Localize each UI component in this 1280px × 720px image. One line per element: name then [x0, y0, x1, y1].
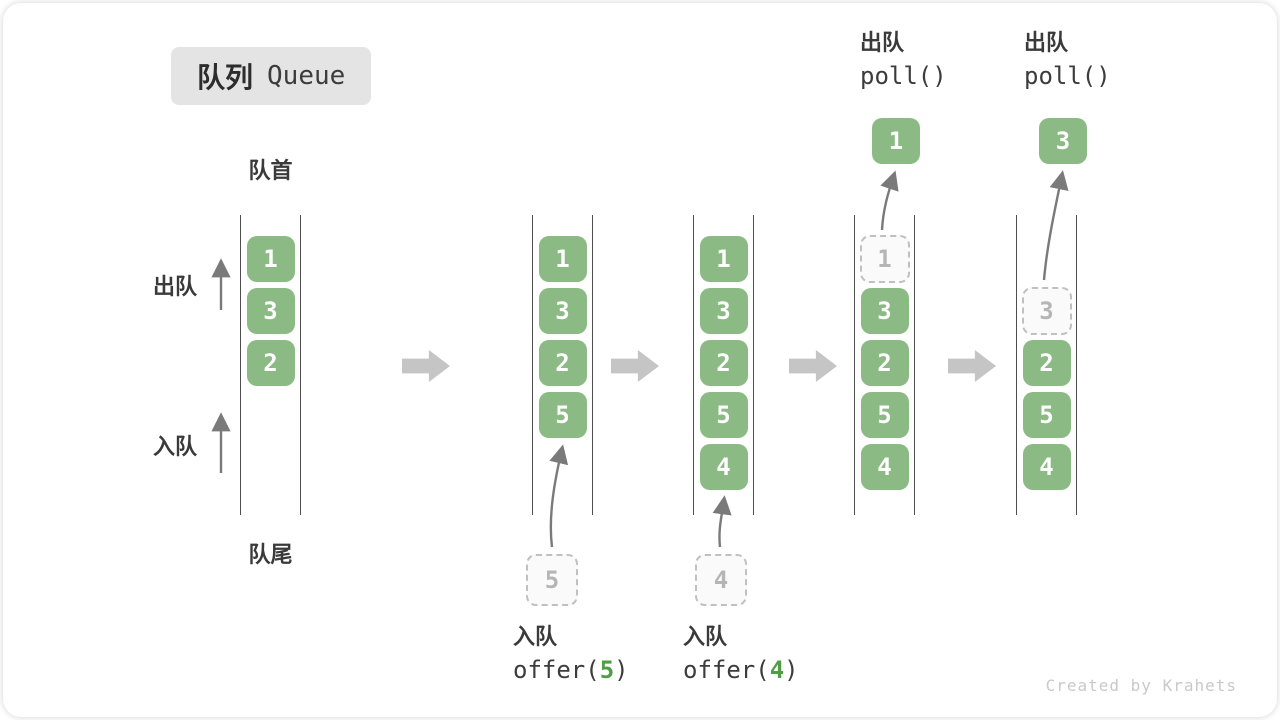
queue-cell: 3: [699, 288, 748, 334]
op-poll-2: 出队 poll(): [1024, 27, 1111, 93]
enqueue-side-label: 入队: [153, 434, 198, 459]
op-offer-5: 入队 offer(5): [513, 621, 629, 687]
op-offer-4-arg: 4: [769, 656, 785, 684]
queue-cell: 2: [246, 340, 295, 386]
op-poll-1: 出队 poll(): [860, 27, 947, 93]
watermark: Created by Krahets: [1045, 676, 1237, 695]
dequeue-side-label: 出队: [153, 274, 198, 299]
queue-cell: 5: [538, 392, 587, 438]
queue-cell: 1: [246, 236, 295, 282]
queue-cell: 4: [860, 444, 909, 490]
state-transition-arrow-icon: [789, 350, 837, 382]
queue-cell: 1: [699, 236, 748, 282]
title-zh: 队列: [197, 62, 254, 93]
queue-cell: 1: [538, 236, 587, 282]
queue-cell: 4: [699, 444, 748, 490]
queue-state-2: 1 3 2 5: [532, 215, 593, 515]
op-poll-1-label: 出队: [860, 30, 905, 55]
queue-cell: 2: [538, 340, 587, 386]
diagram-canvas: 队列 Queue 队首 队尾 出队 入队 1 3 2 1 3 2 5 1 3 2…: [3, 3, 1277, 717]
op-poll-2-code: poll(): [1024, 62, 1111, 90]
title-badge: 队列 Queue: [171, 47, 372, 105]
state-transition-arrow-icon: [948, 350, 996, 382]
queue-state-3: 1 3 2 5 4: [693, 215, 754, 515]
op-offer-5-label: 入队: [513, 624, 558, 649]
queue-cell: 3: [246, 288, 295, 334]
queue-front-label: 队首: [248, 158, 293, 183]
queue-cell: 3: [860, 288, 909, 334]
queue-state-4: 1 3 2 5 4: [854, 215, 915, 515]
queue-state-5: 3 2 5 4: [1016, 215, 1077, 515]
op-offer-5-arg: 5: [599, 656, 615, 684]
queue-cell-removed: 3: [1021, 287, 1072, 335]
queue-cell: 3: [538, 288, 587, 334]
queue-cell: 2: [699, 340, 748, 386]
op-offer-4-code: offer(4): [683, 656, 799, 684]
queue-state-1: 1 3 2: [240, 215, 301, 515]
title-en: Queue: [267, 61, 346, 91]
queue-rear-label: 队尾: [248, 542, 293, 567]
queue-cell: 5: [699, 392, 748, 438]
polled-out-box: 3: [1039, 118, 1087, 164]
state-transition-arrow-icon: [611, 350, 659, 382]
pending-enqueue-box: 4: [695, 554, 747, 606]
queue-cell: 5: [1022, 392, 1071, 438]
pending-enqueue-box: 5: [526, 554, 578, 606]
op-offer-5-code: offer(5): [513, 656, 629, 684]
op-offer-4: 入队 offer(4): [683, 621, 799, 687]
state-transition-arrow-icon: [402, 350, 450, 382]
queue-cell: 5: [860, 392, 909, 438]
op-offer-4-label: 入队: [683, 624, 728, 649]
queue-cell: 2: [860, 340, 909, 386]
queue-cell: 4: [1022, 444, 1071, 490]
queue-cell: 2: [1022, 340, 1071, 386]
queue-cell-removed: 1: [859, 235, 910, 283]
op-poll-2-label: 出队: [1024, 30, 1069, 55]
op-poll-1-code: poll(): [860, 62, 947, 90]
polled-out-box: 1: [872, 118, 920, 164]
